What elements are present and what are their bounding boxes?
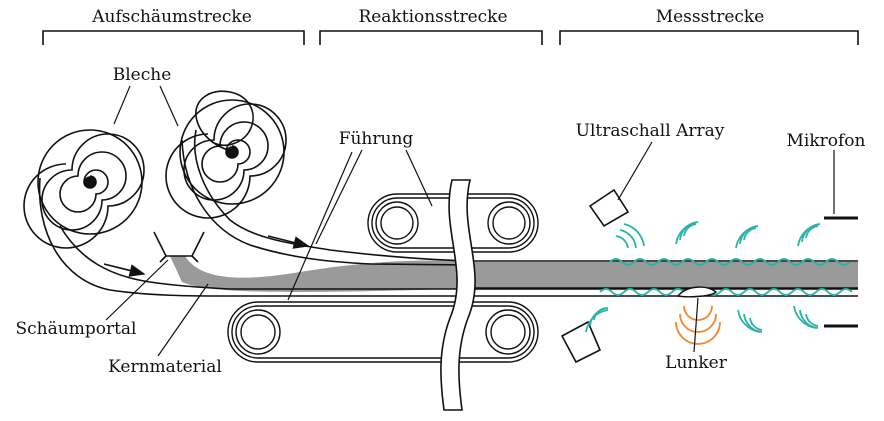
section-bracket-foaming bbox=[42, 30, 305, 45]
lower-guide-belt bbox=[227, 301, 539, 363]
label-void: Lunker bbox=[665, 353, 728, 373]
void-scatter-waves bbox=[675, 305, 721, 345]
feed-arrow-bottom bbox=[103, 263, 146, 277]
label-microphone: Mikrofon bbox=[787, 131, 866, 151]
section-bracket-measurement bbox=[559, 30, 859, 45]
core-material bbox=[170, 256, 858, 292]
label-sheets: Bleche bbox=[113, 65, 172, 85]
label-core-material: Kernmaterial bbox=[108, 357, 222, 377]
top-sheet-inner bbox=[181, 139, 471, 266]
bottom-coil bbox=[23, 129, 145, 249]
foaming-portal bbox=[153, 231, 205, 263]
top-sheet bbox=[193, 90, 858, 262]
top-coil bbox=[165, 99, 287, 219]
label-foaming-portal: Schäumportal bbox=[16, 319, 137, 339]
break-mark bbox=[440, 179, 476, 411]
ultrasound-waves bbox=[585, 221, 853, 333]
leader-lines bbox=[105, 85, 835, 357]
section-title-reaction: Reaktionsstrecke bbox=[358, 7, 507, 27]
ultrasound-transducer-top bbox=[588, 188, 630, 228]
ultrasound-transducer-bottom bbox=[560, 320, 602, 364]
section-title-foaming: Aufschäumstrecke bbox=[91, 7, 252, 27]
section-bracket-reaction bbox=[319, 30, 543, 45]
feed-arrow-top bbox=[267, 235, 310, 249]
section-title-measurement: Messstrecke bbox=[656, 7, 765, 27]
bottom-sheet-inner bbox=[59, 225, 858, 290]
label-ultrasound-array: Ultraschall Array bbox=[576, 121, 725, 141]
void-cavity bbox=[676, 286, 718, 298]
label-guide: Führung bbox=[339, 129, 414, 149]
